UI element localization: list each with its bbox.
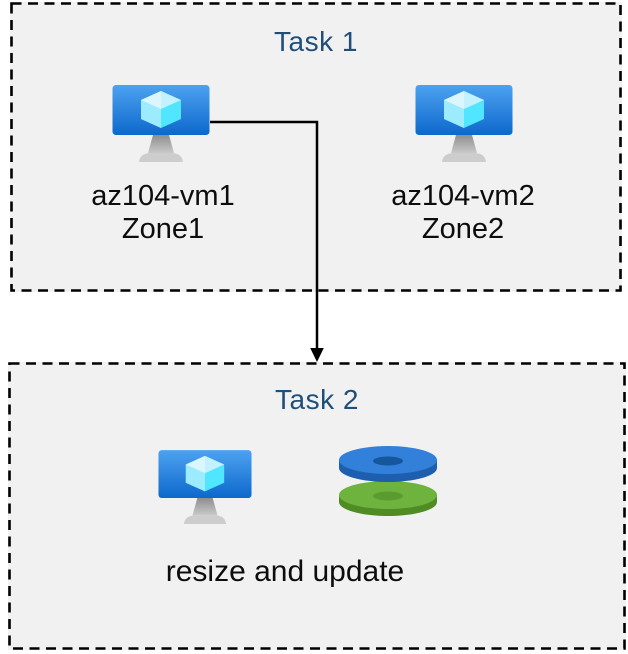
vm2-name-label: az104-vm2: [391, 180, 535, 212]
disks-icon: [339, 446, 437, 516]
vm1-label: az104-vm1 Zone1: [53, 180, 273, 246]
vm2-label: az104-vm2 Zone2: [353, 180, 573, 246]
arrowhead-down-icon: [310, 348, 324, 362]
vm2-figure: [415, 85, 513, 168]
task2-vm-figure: [158, 450, 252, 530]
vm1-name-label: az104-vm1: [91, 180, 235, 212]
task2-title: Task 2: [275, 384, 359, 415]
vm1-zone-label: Zone1: [121, 213, 205, 245]
virtual-machine-icon: [158, 450, 252, 524]
vm1-figure: [112, 85, 210, 168]
virtual-machine-icon: [112, 85, 210, 162]
managed-disks-figure: [338, 445, 438, 525]
vm2-zone-label: Zone2: [421, 213, 505, 245]
task1-title: Task 1: [274, 26, 358, 57]
task2-caption: resize and update: [165, 555, 405, 588]
virtual-machine-icon: [415, 85, 513, 162]
